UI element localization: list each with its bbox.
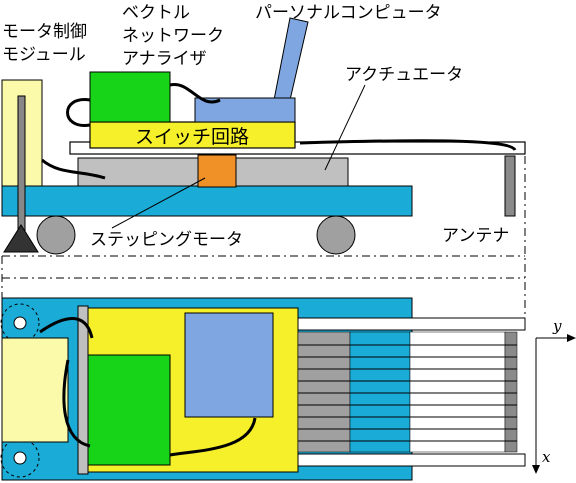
antenna-side: [504, 155, 516, 217]
cable-top-left-lower: [62, 359, 91, 448]
switch-circuit: [89, 121, 296, 149]
top-view: [0, 297, 576, 481]
vna-label-1: ベクトル: [122, 3, 190, 23]
actuator-label: アクチュエータ: [345, 65, 463, 85]
wheel-left: [36, 215, 76, 255]
motor-control-module-label-2: モジュール: [2, 45, 86, 65]
antenna-array: [297, 317, 526, 467]
cable-top-left: [39, 317, 94, 339]
antenna-cable: [299, 139, 517, 152]
personal-computer-label: パーソナルコンピュータ: [255, 3, 442, 23]
mount-hole-bottom: [0, 438, 40, 478]
vna-top: [87, 354, 171, 466]
axis-y-label: y: [552, 317, 562, 335]
cable-module-actuator: [41, 158, 106, 180]
module-shaft: [17, 95, 26, 233]
coordinate-axes: [532, 334, 576, 474]
leader-actuator: [324, 84, 366, 171]
cable-module-vna: [66, 98, 91, 127]
vna-label-3: アナライザ: [122, 49, 207, 69]
stepping-motor-label: ステッピングモータ: [90, 230, 243, 250]
base-platform: [1, 185, 413, 217]
leader-stepping-motor: [111, 177, 206, 229]
mount-hole-top: [0, 303, 40, 343]
vna-label-2: ネットワーク: [122, 26, 224, 46]
module-foot: [3, 224, 39, 253]
actuator-top: [77, 305, 89, 475]
side-view: スイッチ回路: [1, 17, 526, 255]
vector-network-analyzer: [89, 71, 171, 123]
cable-vna-pc: [169, 83, 221, 104]
antenna-label: アンテナ: [442, 226, 509, 246]
motor-control-module-top: [1, 337, 69, 443]
pc-top: [184, 312, 274, 418]
switch-circuit-label: スイッチ回路: [135, 126, 249, 148]
cable-top-pc: [169, 417, 257, 457]
stepping-motor: [197, 154, 237, 188]
wheel-right: [316, 215, 356, 255]
axis-x-label: x: [542, 448, 551, 466]
motor-control-module-label-1: モータ制御: [2, 22, 87, 42]
personal-computer-screen: [273, 17, 309, 101]
